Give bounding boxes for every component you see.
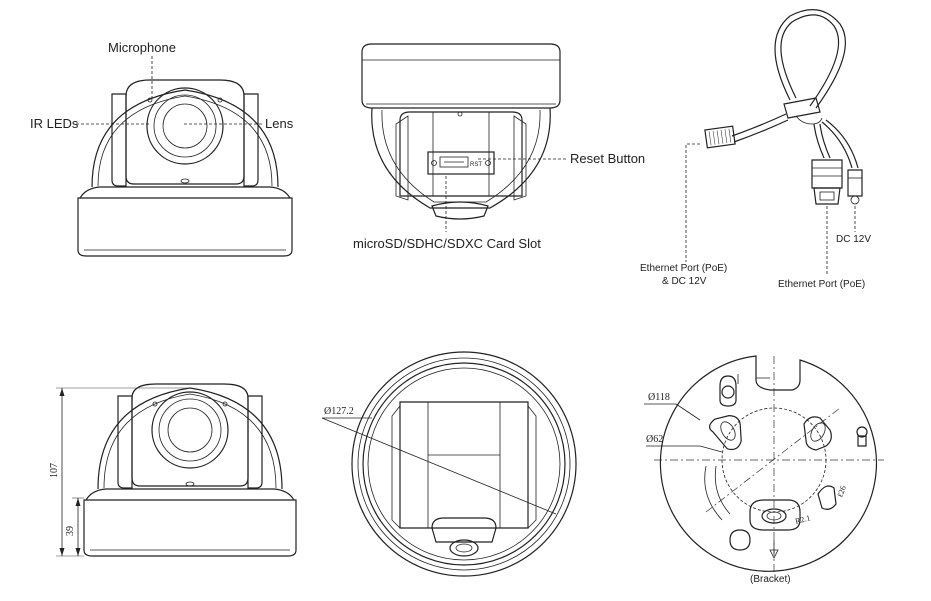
dim-height-base: 39 xyxy=(65,526,76,536)
label-ethernet-poe-dc-line2: & DC 12V xyxy=(662,276,707,287)
label-ethernet-poe: Ethernet Port (PoE) xyxy=(778,279,865,290)
label-dc-12v: DC 12V xyxy=(836,234,871,245)
dim-diameter-inner: Ø62 xyxy=(646,434,663,445)
label-microphone: Microphone xyxy=(108,40,176,55)
cable-view: Ethernet Port (PoE) & DC 12V DC 12V Ethe… xyxy=(640,9,871,290)
front-view: Microphone IR LEDs Lens xyxy=(30,40,294,257)
label-lens: Lens xyxy=(265,116,294,131)
label-reset-button: Reset Button xyxy=(570,151,645,166)
label-card-slot: microSD/SDHC/SDXC Card Slot xyxy=(353,236,541,251)
dome-top-view: Ø127.2 xyxy=(321,351,577,577)
label-ir-leds: IR LEDs xyxy=(30,116,79,131)
dim-slot-length: ℓ26 xyxy=(835,484,848,498)
dimension-side-view: 107 39 xyxy=(49,383,297,557)
label-bracket: (Bracket) xyxy=(750,574,791,585)
bracket-view: Ø118 Ø62 ℓ26 R2.1 (Bracket) xyxy=(644,355,884,585)
dim-height-total: 107 xyxy=(49,463,60,478)
dim-hole-radius: R2.1 xyxy=(794,513,811,526)
label-ethernet-poe-dc-line1: Ethernet Port (PoE) xyxy=(640,263,727,274)
label-rst: RST xyxy=(470,162,482,168)
dim-diameter-dome: Ø127.2 xyxy=(324,406,354,417)
card-slot-view: RST Reset Button microSD/SDHC/SDXC Card … xyxy=(353,43,645,251)
dim-diameter-bracket: Ø118 xyxy=(648,392,670,403)
